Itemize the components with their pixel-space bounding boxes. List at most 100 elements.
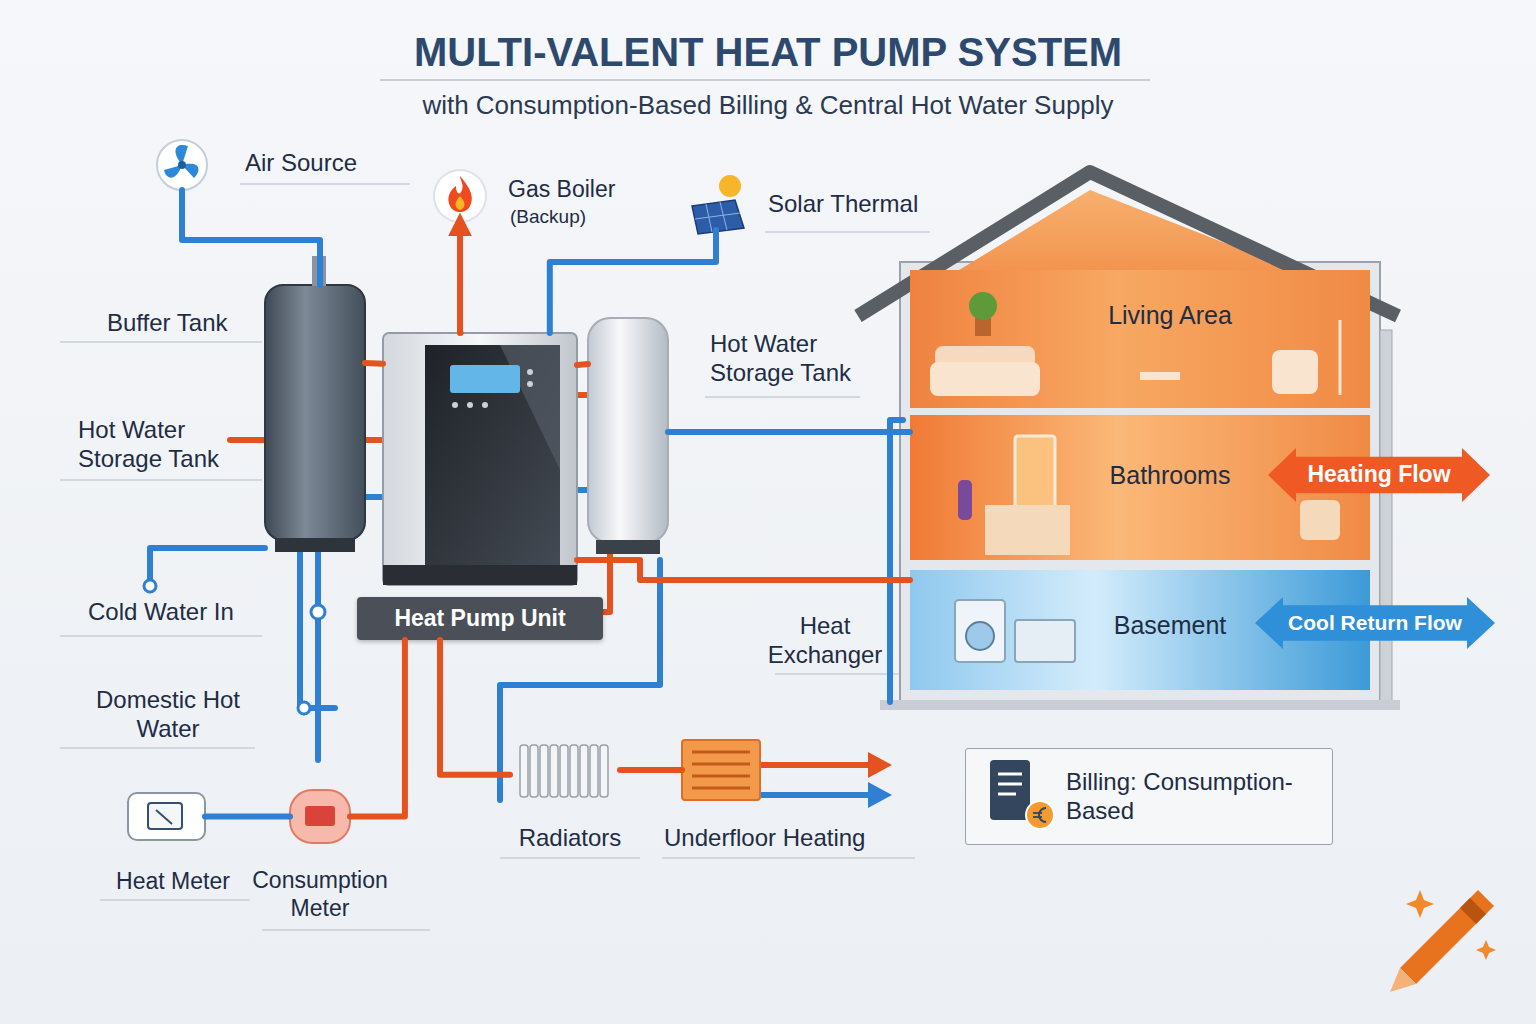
heat-meter-icon [156,810,172,824]
node-label: Hot Water Storage Tank [710,330,880,388]
gas-boiler-icon [456,196,465,210]
title-rule [380,80,1150,81]
billing-box: Billing: Consumption-Based [965,748,1333,845]
heat-pump-unit [450,365,520,393]
pipes [365,494,383,500]
underfloor-icon [682,740,760,800]
crayon-watermark [1400,890,1494,984]
basement-furniture [955,600,1005,662]
hot-water-tank [596,540,660,554]
underfloor-heating: Underfloor Heating [682,740,760,800]
radiator-icon [550,745,558,797]
air-source-icon [157,140,207,190]
node-label: Solar Thermal [768,190,948,219]
heat-pump-unit: Heat Pump Unit [383,333,577,640]
pipe-connector [620,767,682,773]
heat-pump-unit [467,402,473,408]
radiator-icon [600,745,608,797]
node-label: Air Source [245,149,415,178]
heat-meter-icon [128,793,205,840]
pipes [144,580,156,592]
part-label: Cold Water In [88,598,288,627]
heat-pump-unit [425,345,560,568]
node-label: Heat Pump Unit [357,597,603,640]
consumption-meter: Consumption Meter [290,790,350,843]
room-band: Living Area [910,270,1370,408]
bathroom-furniture [1300,500,1340,540]
pipe-connector [457,222,464,333]
living-furniture [975,318,991,336]
heat-pump-unit [452,402,458,408]
gas-boiler-icon [434,170,486,222]
pipes [760,792,870,798]
heat-meter-icon [148,803,182,829]
heat-meter: Heat Meter [128,793,205,840]
basement-furniture [966,622,994,650]
underfloor-icon [692,775,750,778]
node-label: (Backup) [510,206,630,229]
node-label: Billing: Consumption-Based [1066,768,1316,826]
leader-lines [60,341,262,343]
air-source-icon [178,161,186,169]
node-label: Gas Boiler [508,176,658,204]
living-furniture [1140,372,1180,380]
billing-icon [998,793,1016,796]
heat-pump-unit [527,381,533,387]
pipes [298,702,310,714]
pipes [230,437,265,443]
solar-thermal-icon [695,213,740,219]
radiators: Radiators [510,740,620,800]
double-arrow-shape [1255,597,1495,649]
buffer-tank [275,538,355,552]
leader-lines [60,635,262,637]
underfloor-icon [692,751,750,754]
gas-boiler-icon [434,170,486,222]
node-label: Living Area [1030,300,1310,330]
radiator-icon [520,745,528,797]
node-label: Consumption Meter [240,867,400,922]
pipe-connector [577,361,588,368]
leader-lines [60,479,262,481]
radiator-icon [560,745,568,797]
leader-lines [765,231,930,233]
pipes [300,548,335,708]
pipes [890,420,903,702]
leader-lines [60,184,930,930]
leader-lines [262,929,430,931]
solar-thermal-icon [706,204,712,232]
pipes [760,762,870,768]
hot-water-storage-tank: Hot Water Storage Tank [588,318,668,548]
billing-icon [998,773,1022,776]
leader-lines [100,899,250,901]
part-label: Domestic Hot Water [88,686,248,744]
living-furniture [969,292,997,320]
underfloor-icon [692,763,750,766]
heat-meter-icon [128,793,205,840]
buffer-tank [312,256,326,286]
billing-icon [1026,801,1054,829]
pipe-connector [350,640,405,817]
node-label: Heating Flow [1268,461,1490,489]
living-furniture [1339,320,1342,395]
billing-icon [990,760,1054,829]
node-label: Radiators [505,824,635,853]
living-furniture [930,292,1340,396]
bathroom-furniture [958,436,1340,555]
pipes [365,437,383,443]
double-arrow-shape [1268,448,1490,502]
consumption-meter-icon [290,790,350,843]
billing-icon [1033,812,1042,814]
air-source-icon [157,140,207,190]
flow-arrow: Cool Return Flow [1255,597,1495,649]
billing-icon [1039,808,1046,822]
pipes [315,548,321,760]
living-furniture [935,346,1035,368]
buffer-tank [265,285,365,540]
pipe-connector [182,190,320,285]
downpipe [1380,330,1392,702]
subtitle: with Consumption-Based Billing & Central… [0,90,1536,121]
diagram-title: MULTI-VALENT HEAT PUMP SYSTEM [0,28,1536,76]
gas-boiler-icon [448,176,471,212]
